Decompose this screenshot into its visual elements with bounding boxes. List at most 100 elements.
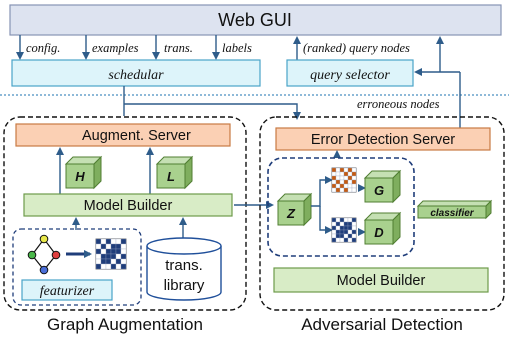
matrix-cell bbox=[351, 167, 357, 173]
featurizer-label: featurizer bbox=[40, 284, 95, 299]
matrix-cell bbox=[100, 253, 107, 260]
cube-l: L bbox=[155, 155, 194, 190]
matrix-cell bbox=[351, 217, 357, 223]
label-erroneous-nodes: erroneous nodes bbox=[357, 97, 440, 111]
label-examples: examples bbox=[92, 41, 139, 55]
cube-g-label: G bbox=[374, 183, 384, 198]
matrix-cell bbox=[347, 179, 353, 185]
matrix-cell bbox=[339, 217, 345, 223]
matrix-cell bbox=[95, 253, 102, 260]
matrix-cell bbox=[95, 248, 102, 255]
matrix-cell bbox=[110, 243, 117, 250]
matrix-cell bbox=[331, 217, 337, 223]
matrix-cell bbox=[347, 175, 353, 181]
matrix-cell bbox=[343, 167, 349, 173]
label-labels: labels bbox=[222, 41, 252, 55]
matrix-cell bbox=[335, 183, 341, 189]
matrix-cell bbox=[339, 171, 345, 177]
matrix-cell bbox=[347, 217, 353, 223]
matrix-cell bbox=[351, 233, 357, 239]
cube-g: G bbox=[363, 169, 402, 204]
trans-library-line2: library bbox=[164, 277, 205, 294]
matrix-cell bbox=[343, 225, 349, 231]
matrix-cell bbox=[105, 243, 112, 250]
matrix-cell bbox=[339, 183, 345, 189]
matrix-cell bbox=[95, 238, 102, 245]
model-builder-right-label: Model Builder bbox=[337, 273, 426, 289]
matrix-cell bbox=[105, 258, 112, 265]
matrix-cell bbox=[100, 258, 107, 265]
label-ranked-query-nodes: (ranked) query nodes bbox=[303, 41, 410, 55]
matrix-cell bbox=[347, 233, 353, 239]
matrix-cell bbox=[335, 167, 341, 173]
gan-group bbox=[267, 157, 415, 257]
matrix-cell bbox=[95, 263, 102, 270]
matrix-cell bbox=[120, 263, 127, 270]
matrix-cell bbox=[100, 238, 107, 245]
matrix-cell bbox=[100, 243, 107, 250]
schedular-label: schedular bbox=[108, 68, 164, 83]
augment-server-label: Augment. Server bbox=[82, 128, 191, 144]
matrix-cell bbox=[343, 179, 349, 185]
cube-h: H bbox=[64, 155, 103, 190]
featurizer-box: featurizer bbox=[21, 279, 113, 301]
matrix-cell bbox=[110, 253, 117, 260]
orange-matrix-icon bbox=[331, 167, 357, 193]
matrix-cell bbox=[339, 233, 345, 239]
matrix-cell bbox=[110, 248, 117, 255]
adversarial-detection-caption: Adversarial Detection bbox=[301, 315, 463, 334]
model-builder-left-label: Model Builder bbox=[84, 198, 173, 214]
model-builder-left: Model Builder bbox=[23, 193, 233, 217]
matrix-cell bbox=[339, 167, 345, 173]
blue-matrix-icon bbox=[331, 217, 357, 243]
cube-l-label: L bbox=[167, 169, 175, 184]
web-gui-title: Web GUI bbox=[218, 10, 292, 30]
matrix-cell bbox=[120, 258, 127, 265]
matrix-cell bbox=[339, 237, 345, 243]
matrix-cell bbox=[105, 238, 112, 245]
matrix-cell bbox=[100, 248, 107, 255]
matrix-cell bbox=[343, 217, 349, 223]
matrix-cell bbox=[335, 229, 341, 235]
cube-d: D bbox=[363, 211, 402, 246]
model-builder-right: Model Builder bbox=[273, 267, 489, 293]
matrix-cell bbox=[347, 167, 353, 173]
trans-library-cylinder: trans. library bbox=[146, 237, 222, 301]
matrix-cell bbox=[105, 263, 112, 270]
label-config: config. bbox=[26, 41, 60, 55]
adversarial-detection-panel bbox=[259, 116, 505, 311]
matrix-cell bbox=[339, 225, 345, 231]
matrix-cell bbox=[339, 187, 345, 193]
query-selector-box: query selector bbox=[286, 59, 414, 87]
matrix-cell bbox=[343, 221, 349, 227]
matrix-cell bbox=[347, 183, 353, 189]
matrix-cell bbox=[343, 229, 349, 235]
web-gui-box: Web GUI bbox=[9, 4, 502, 36]
matrix-cell bbox=[347, 221, 353, 227]
error-detection-server-label: Error Detection Server bbox=[311, 132, 455, 148]
matrix-cell bbox=[331, 183, 337, 189]
matrix-cell bbox=[351, 179, 357, 185]
matrix-cell bbox=[351, 237, 357, 243]
matrix-cell bbox=[347, 171, 353, 177]
matrix-cell bbox=[110, 258, 117, 265]
cube-z: Z bbox=[276, 192, 313, 227]
matrix-cell bbox=[115, 238, 122, 245]
matrix-cell bbox=[343, 175, 349, 181]
matrix-cell bbox=[331, 237, 337, 243]
schedular-box: schedular bbox=[11, 59, 261, 87]
matrix-cell bbox=[351, 187, 357, 193]
matrix-cell bbox=[339, 175, 345, 181]
matrix-cell bbox=[331, 175, 337, 181]
matrix-cell bbox=[95, 243, 102, 250]
matrix-cell bbox=[120, 253, 127, 260]
matrix-cell bbox=[115, 258, 122, 265]
matrix-cell bbox=[343, 171, 349, 177]
matrix-cell bbox=[331, 225, 337, 231]
gui-down-arrows bbox=[16, 35, 220, 60]
matrix-cell bbox=[351, 229, 357, 235]
matrix-cell bbox=[335, 237, 341, 243]
matrix-cell bbox=[347, 237, 353, 243]
matrix-cell bbox=[331, 233, 337, 239]
matrix-cell bbox=[331, 221, 337, 227]
